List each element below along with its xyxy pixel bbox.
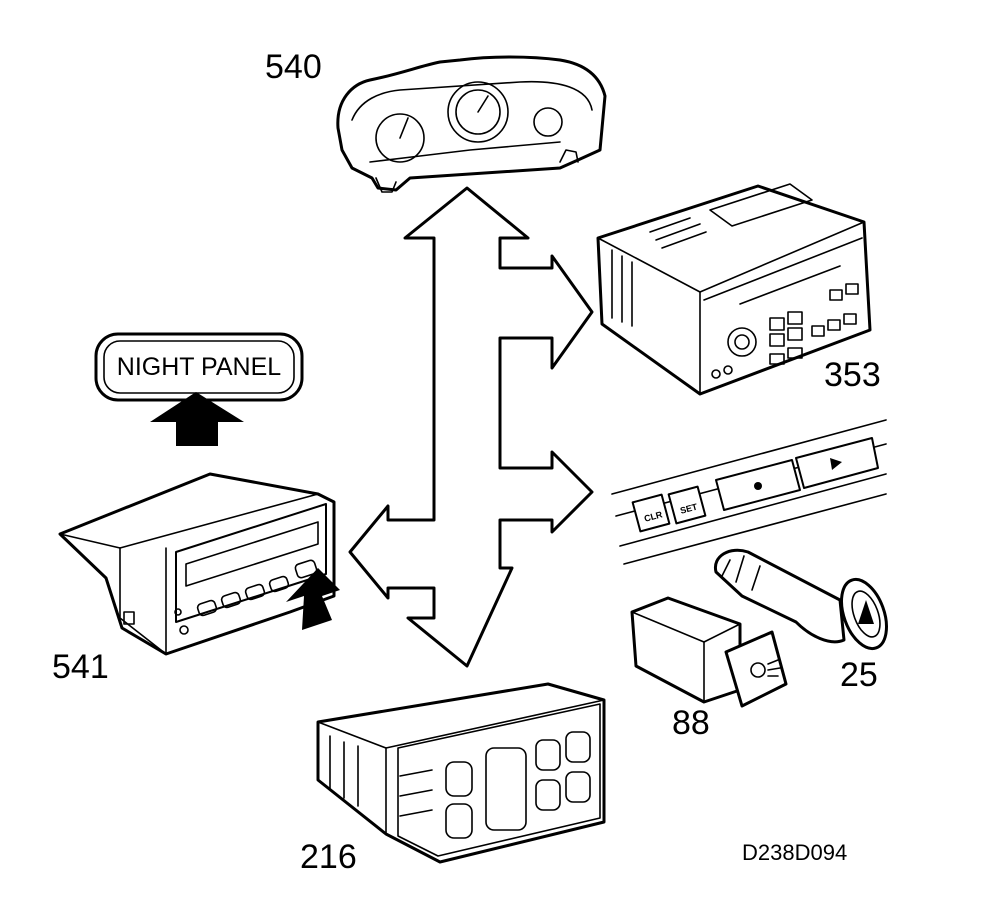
label-216: 216 [300,838,357,876]
label-353: 353 [824,356,881,394]
fog-light-switch [630,596,788,708]
cruise-control-panel: CLR SET [611,419,887,565]
night-panel-callout: NIGHT PANEL [94,332,304,446]
label-25: 25 [840,656,878,694]
radio-unit [596,183,872,396]
night-panel-up-arrow [150,392,244,446]
label-541: 541 [52,648,109,686]
climate-control-unit [316,682,606,864]
sid-display-unit [58,472,336,656]
pointer-arrow-to-sid-button [286,568,340,630]
night-panel-label: NIGHT PANEL [117,353,281,381]
figure-code: D238D094 [742,840,847,865]
cigarette-lighter [713,548,888,651]
cruise-set-label: SET [679,501,699,515]
instrument-cluster [336,55,607,193]
cruise-clr-label: CLR [643,509,664,524]
connection-arrows [348,186,594,668]
label-88: 88 [672,704,710,742]
label-540: 540 [265,48,322,86]
